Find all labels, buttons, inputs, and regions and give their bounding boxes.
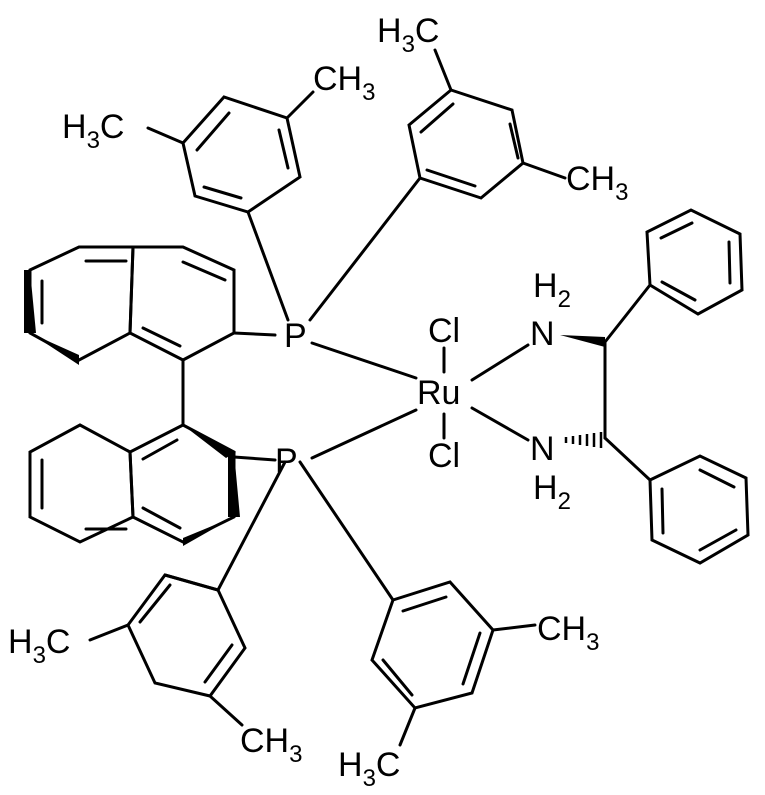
atom-p-upper: P — [284, 317, 307, 355]
xylyl-ring-1 — [146, 90, 315, 322]
methyl-label-1: H3C — [62, 108, 124, 154]
atom-cl-bottom: Cl — [428, 437, 460, 475]
ruthenium-bonds — [310, 341, 530, 460]
methyl-label-2: CH3 — [313, 60, 375, 106]
methyl-label-4: CH3 — [566, 160, 628, 206]
atom-n-lower: N — [530, 430, 555, 468]
methyl-label-3: H3C — [377, 12, 439, 58]
phenyl-lower — [648, 454, 750, 565]
atom-p-lower: P — [275, 442, 298, 480]
atom-cl-top: Cl — [428, 312, 460, 350]
atom-ru: Ru — [417, 374, 460, 412]
naphthalene-lower — [28, 423, 277, 546]
xylyl-ring-4 — [298, 460, 537, 747]
atom-n-upper: N — [530, 315, 555, 353]
methyl-label-8: H3C — [338, 746, 400, 792]
diamine-backbone — [560, 283, 652, 482]
methyl-label-6: CH3 — [240, 722, 302, 768]
xylyl-ring-3 — [88, 460, 287, 727]
phenyl-upper — [645, 208, 744, 316]
methyl-label-5: H3C — [8, 623, 70, 669]
label-h2-upper: H2 — [533, 267, 571, 313]
naphthalene-upper — [24, 245, 277, 365]
label-h2-lower: H2 — [533, 469, 571, 515]
xylyl-ring-2 — [308, 48, 567, 322]
methyl-label-7: CH3 — [537, 610, 599, 656]
